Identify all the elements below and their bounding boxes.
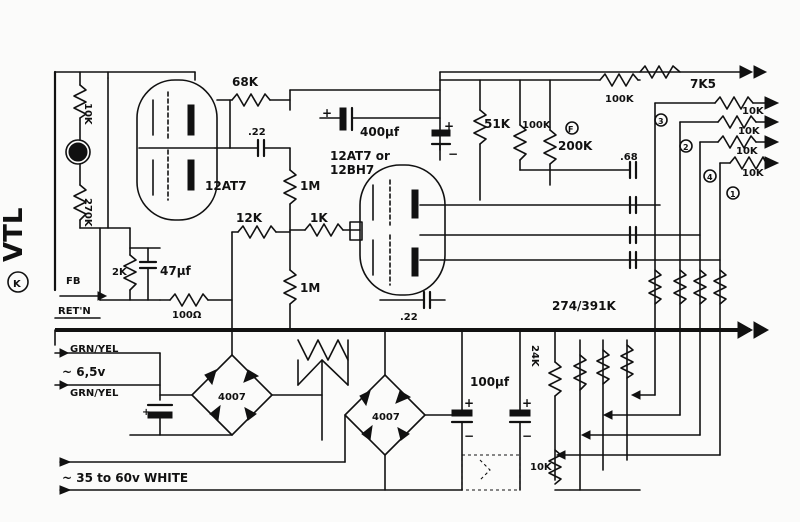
label-100r: 100Ω <box>172 310 202 321</box>
label-grn-yel-bottom: GRN/YEL <box>70 388 119 399</box>
label-022-bottom: .22 <box>400 312 418 323</box>
label-1k: 1K <box>310 211 328 225</box>
label-minus-cap1: − <box>464 429 474 443</box>
bridge-rectifier-left <box>159 329 323 436</box>
label-1m-upper: 1M <box>300 179 320 193</box>
twisted-leads <box>297 339 349 441</box>
label-minus-b: − <box>448 147 458 161</box>
label-022-left: .22 <box>248 127 266 138</box>
ground-bus <box>55 321 770 339</box>
label-plus-b: + <box>444 119 454 133</box>
label-4007-left: 4007 <box>218 392 246 403</box>
marker-2 <box>679 139 693 153</box>
svg-text:1: 1 <box>730 190 736 199</box>
label-100k-mid: 100K <box>522 120 552 131</box>
supply-input <box>59 457 463 495</box>
tube-12bh7-right <box>349 164 446 296</box>
svg-text:3: 3 <box>658 117 664 126</box>
tube-label-12at7: 12AT7 <box>205 179 247 193</box>
cathode-network <box>99 227 233 307</box>
label-10k-out1: 10K <box>742 106 765 117</box>
label-400uf: 400μf <box>360 125 400 139</box>
label-fb: FB <box>66 276 80 287</box>
label-2k: 2K <box>112 267 128 278</box>
label-12k: 12K <box>236 211 263 225</box>
label-24k: 24K <box>529 345 540 368</box>
label-6-5v: ~ 6,5v <box>62 365 105 379</box>
label-270k: 270K <box>82 198 93 228</box>
label-supply: ~ 35 to 60v WHITE <box>62 471 188 485</box>
label-plus-400: + <box>322 106 332 120</box>
filter-capacitors <box>450 329 532 491</box>
label-grn-yel-top: GRN/YEL <box>70 344 119 355</box>
tube-label-12bh7: 12BH7 <box>330 163 374 177</box>
svg-text:4: 4 <box>707 173 713 182</box>
marker-3 <box>654 113 668 127</box>
label-10k-out2: 10K <box>738 126 761 137</box>
label-200k: 200K <box>558 139 593 153</box>
svg-text:F: F <box>568 125 573 134</box>
label-4007-right: 4007 <box>372 412 400 423</box>
label-47uf: 47μf <box>160 264 192 278</box>
bias-network <box>548 329 721 491</box>
label-plus-cap2: + <box>522 396 532 410</box>
bridge-rectifier-right <box>344 329 463 491</box>
label-100k-top: 100K <box>605 94 635 105</box>
vtl-logo: K VTL <box>0 208 29 293</box>
label-7k5: 7K5 <box>690 77 716 91</box>
label-68k: 68K <box>232 75 259 89</box>
tube-12at7-left <box>136 79 218 221</box>
svg-text:2: 2 <box>683 143 689 152</box>
heater-input <box>54 329 233 436</box>
label-100uf: 100μf <box>470 375 510 389</box>
output-rails <box>419 65 780 331</box>
label-minus-cap2: − <box>522 429 532 443</box>
marker-1 <box>726 186 740 200</box>
coupling-section <box>194 71 441 331</box>
label-068: .68 <box>620 152 638 163</box>
marker-f <box>565 121 579 135</box>
label-274-391k: 274/391K <box>552 299 616 313</box>
label-51k: 51K <box>484 117 511 131</box>
label-plus-cap1: + <box>464 396 474 410</box>
label-10k-out3: 10K <box>736 146 759 157</box>
label-10k-bottom: 10K <box>530 462 553 473</box>
label-1m-lower: 1M <box>300 281 320 295</box>
logo-badge: K <box>13 279 22 290</box>
input-section <box>53 70 196 292</box>
tube-label-12at7-or: 12AT7 or <box>330 149 390 163</box>
label-10k-input: 10K <box>82 103 93 126</box>
label-retn: RET'N <box>58 306 91 317</box>
logo-brand: VTL <box>0 208 29 262</box>
label-plus-heater: + <box>142 407 150 418</box>
label-10k-out4: 10K <box>742 168 765 179</box>
marker-4 <box>703 169 717 183</box>
